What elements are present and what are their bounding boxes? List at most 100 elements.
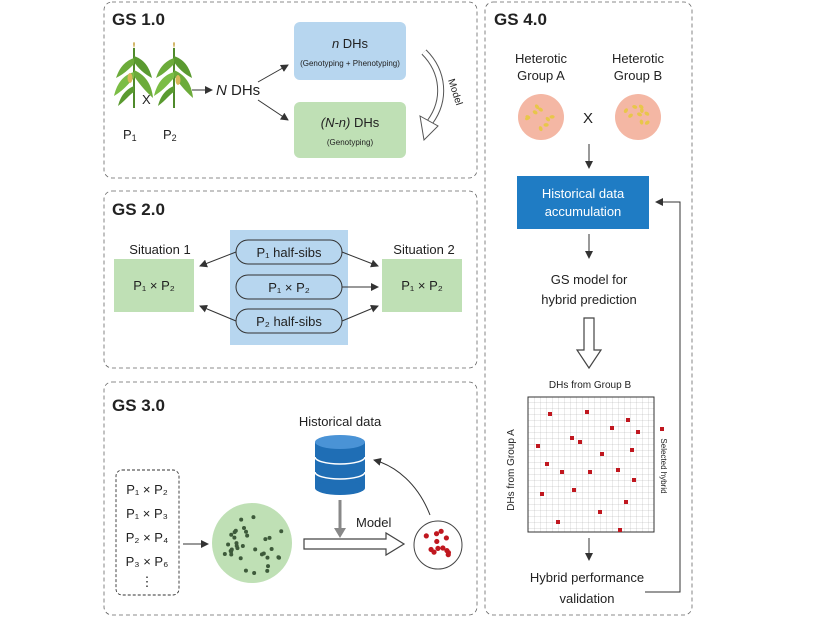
selected-hybrid-cell: [585, 410, 589, 414]
situation-2-box: [382, 259, 462, 312]
panel-gs1: GS 1.0 X P1 P2 N DHs: [103, 1, 478, 179]
n-minus-n-dhs-sub: (Genotyping): [327, 138, 374, 147]
gs4-cross-symbol: X: [583, 110, 593, 127]
n-minus-n-dhs-title: (N-n) DHs: [321, 115, 380, 130]
candidate-dot: [252, 571, 257, 576]
seed: [644, 120, 650, 125]
p1-half-sibs-label: P₁ half-sibs: [256, 245, 322, 260]
candidate-dot: [239, 517, 244, 522]
seeds-b: [623, 104, 650, 125]
group-b-label: Heterotic: [612, 51, 665, 66]
selected-dots: [423, 528, 452, 558]
p1-p2-label: P₁ × P₂: [268, 280, 310, 295]
seed: [628, 113, 633, 118]
candidate-dot: [277, 555, 282, 560]
validation-label: validation: [560, 591, 615, 606]
gs2-title: GS 2.0: [112, 200, 165, 219]
selected-dot: [433, 531, 440, 537]
cross-list-item: P₂ × P₄: [126, 530, 169, 545]
cross-list-item: P₃ × P₆: [126, 554, 169, 569]
candidate-dot: [229, 552, 234, 557]
cross-list-item: P₁ × P₃: [126, 506, 168, 521]
selected-dot: [438, 528, 444, 534]
cross-symbol: X: [142, 92, 151, 107]
seed: [545, 116, 551, 122]
seed: [640, 107, 644, 114]
n-minus-n-dhs-box: [294, 102, 406, 158]
seed: [632, 104, 638, 109]
candidate-dot: [229, 547, 234, 552]
selected-hybrid-cell: [636, 430, 640, 434]
cross-list-item: ⋮: [141, 574, 154, 589]
seeds-a: [524, 104, 555, 132]
selected-hybrid-cell: [540, 492, 544, 496]
candidate-dot: [233, 528, 238, 533]
seed: [525, 115, 531, 120]
gs3-title: GS 3.0: [112, 396, 165, 415]
situation-2-cross: P₁ × P₂: [401, 278, 443, 293]
gs3-model-label: Model: [356, 515, 392, 530]
situation-1-box: [114, 259, 194, 312]
panel-gs3: GS 3.0 P₁ × P₂ P₁ × P₃ P₂ × P₄ P₃ × P₆ ⋮…: [103, 381, 478, 616]
candidate-dot: [232, 535, 237, 540]
selected-hybrid-legend-marker: [660, 427, 664, 431]
group-a-seeds-icon: [518, 94, 564, 140]
selected-hybrid-cell: [588, 470, 592, 474]
candidate-dot: [253, 547, 258, 552]
seed: [538, 107, 543, 112]
selected-dot: [423, 533, 429, 539]
seed: [623, 108, 628, 114]
candidate-dot: [242, 526, 247, 531]
parent-p2: P2: [163, 127, 177, 143]
selected-hybrid-cell: [536, 444, 540, 448]
grid-right-label: Selected hybrid: [659, 438, 668, 493]
candidate-dot: [266, 564, 271, 569]
selected-hybrid-cell: [578, 440, 582, 444]
historical-accumulation-box: [517, 176, 649, 229]
maize-plant-icon: [154, 42, 193, 108]
selected-dot: [431, 549, 437, 555]
n-dhs-box: [294, 22, 406, 80]
selected-hybrid-cell: [572, 488, 576, 492]
selected-hybrid-cell: [616, 468, 620, 472]
candidate-dot: [259, 552, 264, 557]
selected-dot: [440, 545, 446, 551]
candidate-dot: [245, 533, 250, 538]
selected-hybrid-cell: [598, 510, 602, 514]
group-a-label: Group A: [517, 68, 565, 83]
maize-plant-icon: [114, 42, 153, 108]
grid-left-label: DHs from Group A: [506, 429, 517, 511]
candidate-dot: [229, 532, 234, 537]
cross-list-item: P₁ × P₂: [126, 482, 168, 497]
situation-1-label: Situation 1: [129, 242, 190, 257]
historical-data-label: Historical data: [299, 414, 382, 429]
panel-gs2: GS 2.0 Situation 1 Situation 2 P₁ × P₂ P…: [103, 190, 478, 369]
selected-hybrid-cell: [600, 452, 604, 456]
gs-model-label: hybrid prediction: [541, 292, 636, 307]
candidate-dot: [244, 529, 249, 534]
seed: [638, 104, 644, 109]
situation-2-label: Situation 2: [393, 242, 454, 257]
seed: [637, 112, 642, 117]
validation-label: Hybrid performance: [530, 570, 644, 585]
candidate-dot: [238, 556, 243, 561]
candidate-dot: [267, 535, 272, 540]
selected-hybrid-cell: [556, 520, 560, 524]
selected-hybrid-cell: [632, 478, 636, 482]
accum-label: accumulation: [545, 204, 622, 219]
selected-hybrid-cell: [610, 426, 614, 430]
candidate-pool-circle: [212, 503, 292, 583]
cross-list-box: [115, 469, 180, 596]
gs-model-label: GS model for: [551, 272, 628, 287]
candidate-dot: [240, 543, 245, 548]
seed: [543, 123, 549, 127]
gs1-model-label: Model: [445, 78, 464, 107]
seed: [644, 111, 650, 116]
selected-hybrid-cell: [548, 412, 552, 416]
gs4-title: GS 4.0: [494, 10, 547, 29]
selected-dot: [444, 547, 450, 554]
seed: [532, 110, 538, 115]
selected-hybrid-cell: [545, 462, 549, 466]
candidate-dot: [263, 537, 268, 542]
candidate-dot: [269, 547, 274, 552]
